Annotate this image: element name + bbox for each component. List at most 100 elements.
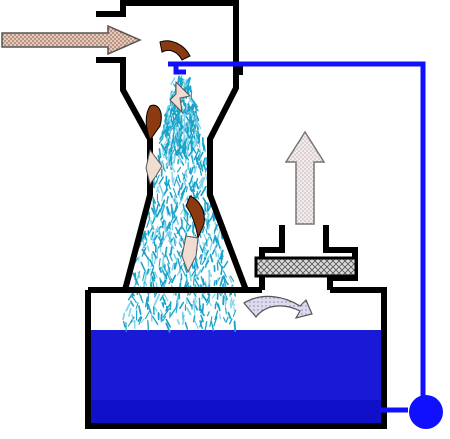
spray-droplet: [207, 223, 211, 230]
spray-droplet: [185, 273, 188, 283]
spray-droplet: [205, 239, 208, 247]
spray-droplet: [158, 267, 162, 273]
spray-droplet: [162, 296, 167, 305]
spray-droplet: [208, 233, 213, 242]
spray-droplet: [156, 226, 160, 232]
spray-droplet: [195, 177, 199, 184]
spray-droplet: [140, 232, 147, 243]
spray-droplet: [195, 269, 202, 280]
spray-droplet: [174, 139, 178, 146]
spray-droplet: [230, 275, 235, 282]
spray-droplet: [158, 242, 162, 253]
spray-droplet: [198, 254, 202, 260]
spray-droplet: [176, 131, 179, 141]
spray-droplet: [186, 134, 190, 143]
spray-droplet: [147, 303, 152, 315]
spray-droplet: [169, 107, 174, 118]
spray-droplet: [198, 183, 202, 190]
spray-droplet: [195, 190, 202, 199]
clean-gas-outlet-arrow: [284, 130, 326, 225]
spray-droplet: [192, 274, 195, 286]
spray-droplet: [200, 276, 204, 283]
spray-droplet: [163, 221, 167, 233]
spray-droplet: [125, 302, 131, 312]
spray-droplet: [179, 78, 182, 86]
spray-droplet: [205, 294, 211, 303]
spray-droplet: [190, 166, 194, 175]
spray-droplet: [188, 96, 194, 105]
spray-droplet: [138, 305, 142, 316]
spray-droplet: [172, 187, 178, 198]
spray-droplet: [200, 185, 207, 197]
spray-droplet: [192, 136, 198, 146]
spray-droplet: [173, 253, 179, 264]
spray-droplet: [172, 122, 177, 130]
spray-droplet: [170, 145, 173, 152]
spray-droplet: [186, 307, 192, 316]
spray-droplet: [189, 125, 193, 133]
spray-droplet: [213, 224, 218, 232]
spray-droplet: [173, 262, 176, 270]
spray-droplet: [173, 137, 176, 146]
gas-inlet-arrow: [1, 24, 142, 56]
spray-droplet: [200, 307, 203, 314]
spray-droplet: [171, 274, 177, 284]
spray-droplet: [180, 248, 184, 259]
spray-droplet: [189, 85, 192, 92]
spray-droplet: [217, 228, 221, 239]
spray-droplet: [166, 223, 172, 232]
spray-droplet: [211, 293, 216, 299]
spray-nozzle: [168, 61, 186, 75]
spray-droplet: [178, 199, 183, 206]
spray-droplet: [221, 251, 224, 258]
spray-droplet: [165, 206, 170, 215]
spray-droplet: [144, 301, 147, 308]
spray-droplet: [184, 195, 189, 203]
spray-droplet: [158, 137, 164, 144]
spray-droplet: [178, 140, 182, 147]
spray-droplet: [164, 114, 168, 125]
spray-droplet: [177, 174, 181, 183]
spray-droplet: [160, 215, 164, 221]
dust-particle: [159, 40, 191, 61]
spray-droplet: [159, 202, 164, 213]
spray-droplet: [176, 250, 181, 257]
spray-droplet: [172, 120, 178, 127]
spray-droplet: [191, 188, 196, 199]
spray-droplet: [177, 257, 181, 269]
spray-droplet: [224, 307, 227, 315]
spray-droplet: [128, 307, 132, 317]
spray-droplet: [175, 178, 181, 187]
spray-droplet: [163, 292, 169, 302]
spray-droplet: [168, 253, 173, 262]
spray-droplet: [222, 295, 225, 306]
dust-particle: [185, 195, 205, 240]
spray-droplet: [151, 275, 156, 282]
spray-droplet: [173, 194, 178, 204]
spray-droplet: [161, 160, 165, 170]
spray-droplet: [203, 248, 207, 259]
spray-droplet: [122, 320, 126, 328]
spray-droplet: [154, 271, 158, 278]
spray-droplet: [165, 144, 169, 156]
spray-droplet: [194, 264, 196, 275]
spray-droplet: [164, 246, 168, 257]
spray-droplet: [165, 105, 169, 113]
spray-droplet: [200, 266, 205, 273]
spray-droplet: [201, 257, 207, 266]
spray-droplet: [173, 176, 178, 187]
spray-droplet: [214, 310, 219, 321]
spray-droplet: [176, 166, 182, 173]
spray-droplet: [163, 125, 167, 131]
spray-droplet: [161, 302, 165, 308]
spray-droplet: [219, 249, 224, 260]
spray-droplet: [142, 240, 145, 248]
spray-droplet: [215, 301, 220, 309]
spray-droplet: [159, 294, 164, 301]
spray-droplet: [153, 305, 158, 312]
spray-droplet: [122, 312, 126, 321]
spray-droplet: [159, 309, 164, 315]
spray-droplet: [180, 186, 187, 196]
spray-droplet: [155, 204, 159, 213]
